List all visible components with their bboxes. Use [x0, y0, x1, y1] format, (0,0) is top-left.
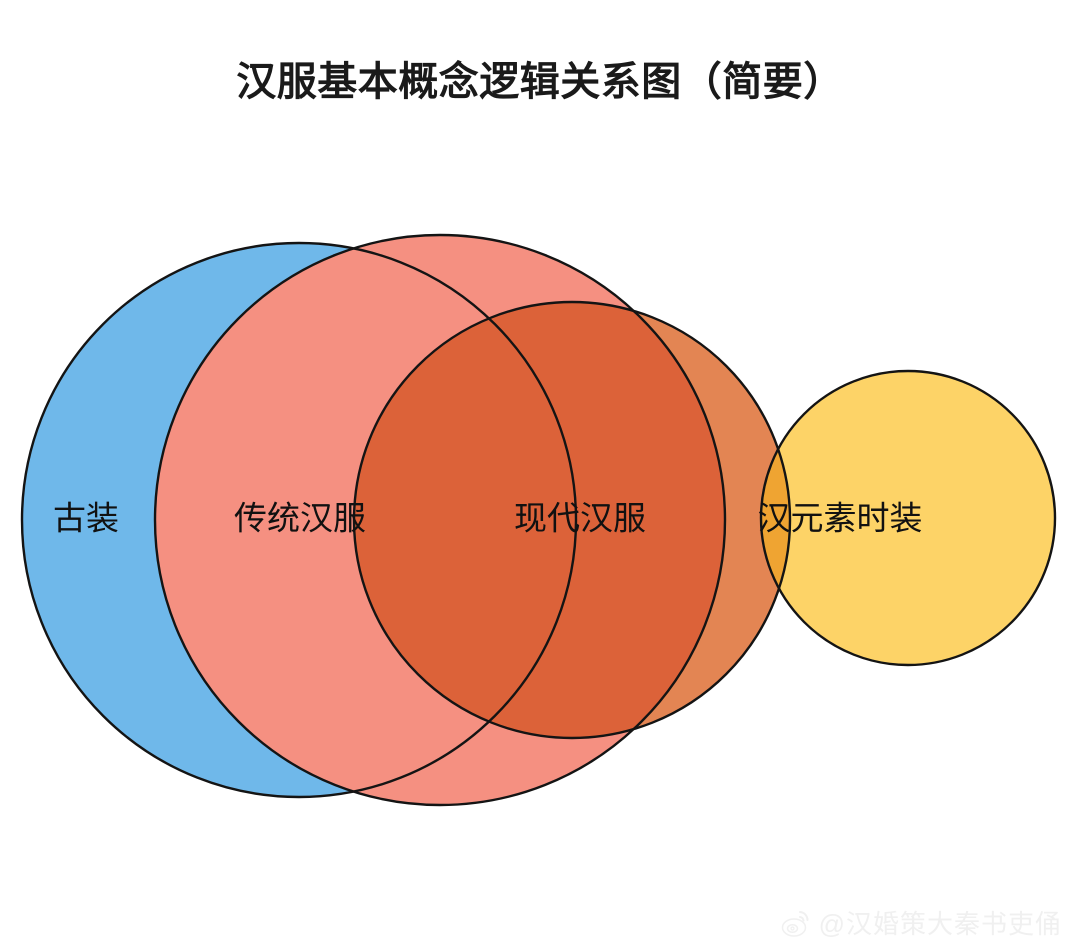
outline-chuantonghanfu: [153, 233, 727, 807]
set-label-guzhuang: 古装: [53, 500, 119, 537]
outline-xiandaihanfu: [352, 300, 792, 740]
set-circle-hanyuansushizhuang: [761, 371, 1055, 665]
outline-hanyuansushizhuang: [759, 369, 1057, 667]
set-label-xiandaihanfu: 现代汉服: [514, 500, 646, 537]
set-label-chuantonghanfu: 传统汉服: [234, 500, 366, 537]
page-title: 汉服基本概念逻辑关系图（简要）: [236, 60, 844, 104]
watermark-handle: @汉婚策大秦书吏俑: [818, 909, 1062, 939]
intersection-traditional-modern: [354, 302, 725, 738]
watermark: @汉婚策大秦书吏俑: [780, 904, 1062, 941]
set-label-hanyuansushizhuang: 汉元素时装: [758, 500, 923, 537]
outline-guzhuang: [20, 241, 578, 799]
weibo-icon: [781, 910, 809, 937]
